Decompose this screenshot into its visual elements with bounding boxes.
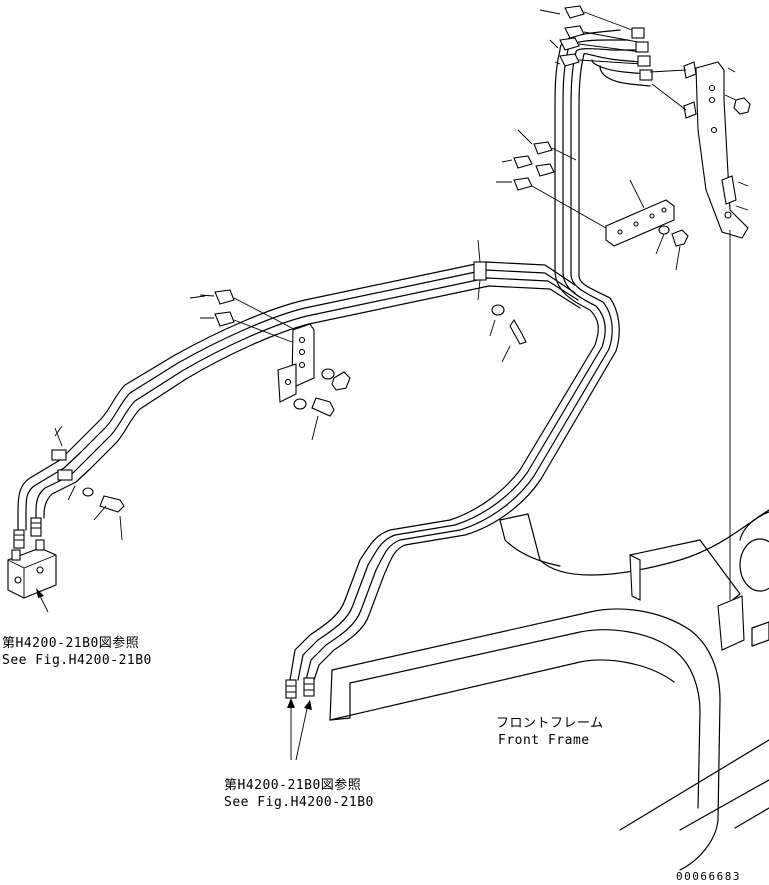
mid-right-bracket [605, 179, 689, 271]
mid-clips [496, 129, 607, 229]
valve-block [7, 539, 57, 599]
front-frame [329, 230, 769, 871]
middle-bracket [277, 323, 351, 441]
right-top-bracket [649, 61, 751, 239]
drawing-code: 00066683 [676, 870, 741, 883]
left-reference-jp: 第H4200-21B0図参照 [2, 636, 140, 651]
bottom-reference-arrows [287, 698, 312, 761]
right-pipe-bundle [289, 29, 651, 681]
left-pipe-pair [17, 261, 581, 531]
frame-label-jp: フロントフレーム [496, 716, 604, 731]
left-pipe-fittings [13, 517, 42, 549]
upper-clamp [473, 239, 527, 363]
left-reference-arrow [36, 588, 49, 613]
bottom-reference-en: See Fig.H4200-21B0 [224, 795, 374, 810]
left-clamp [51, 425, 125, 541]
top-fittings [539, 5, 653, 81]
middle-clips [189, 289, 293, 343]
bottom-pipe-fittings [285, 677, 315, 699]
left-reference-en: See Fig.H4200-21B0 [2, 653, 152, 668]
bottom-reference-jp: 第H4200-21B0図参照 [224, 778, 362, 793]
frame-label-en: Front Frame [498, 733, 590, 748]
